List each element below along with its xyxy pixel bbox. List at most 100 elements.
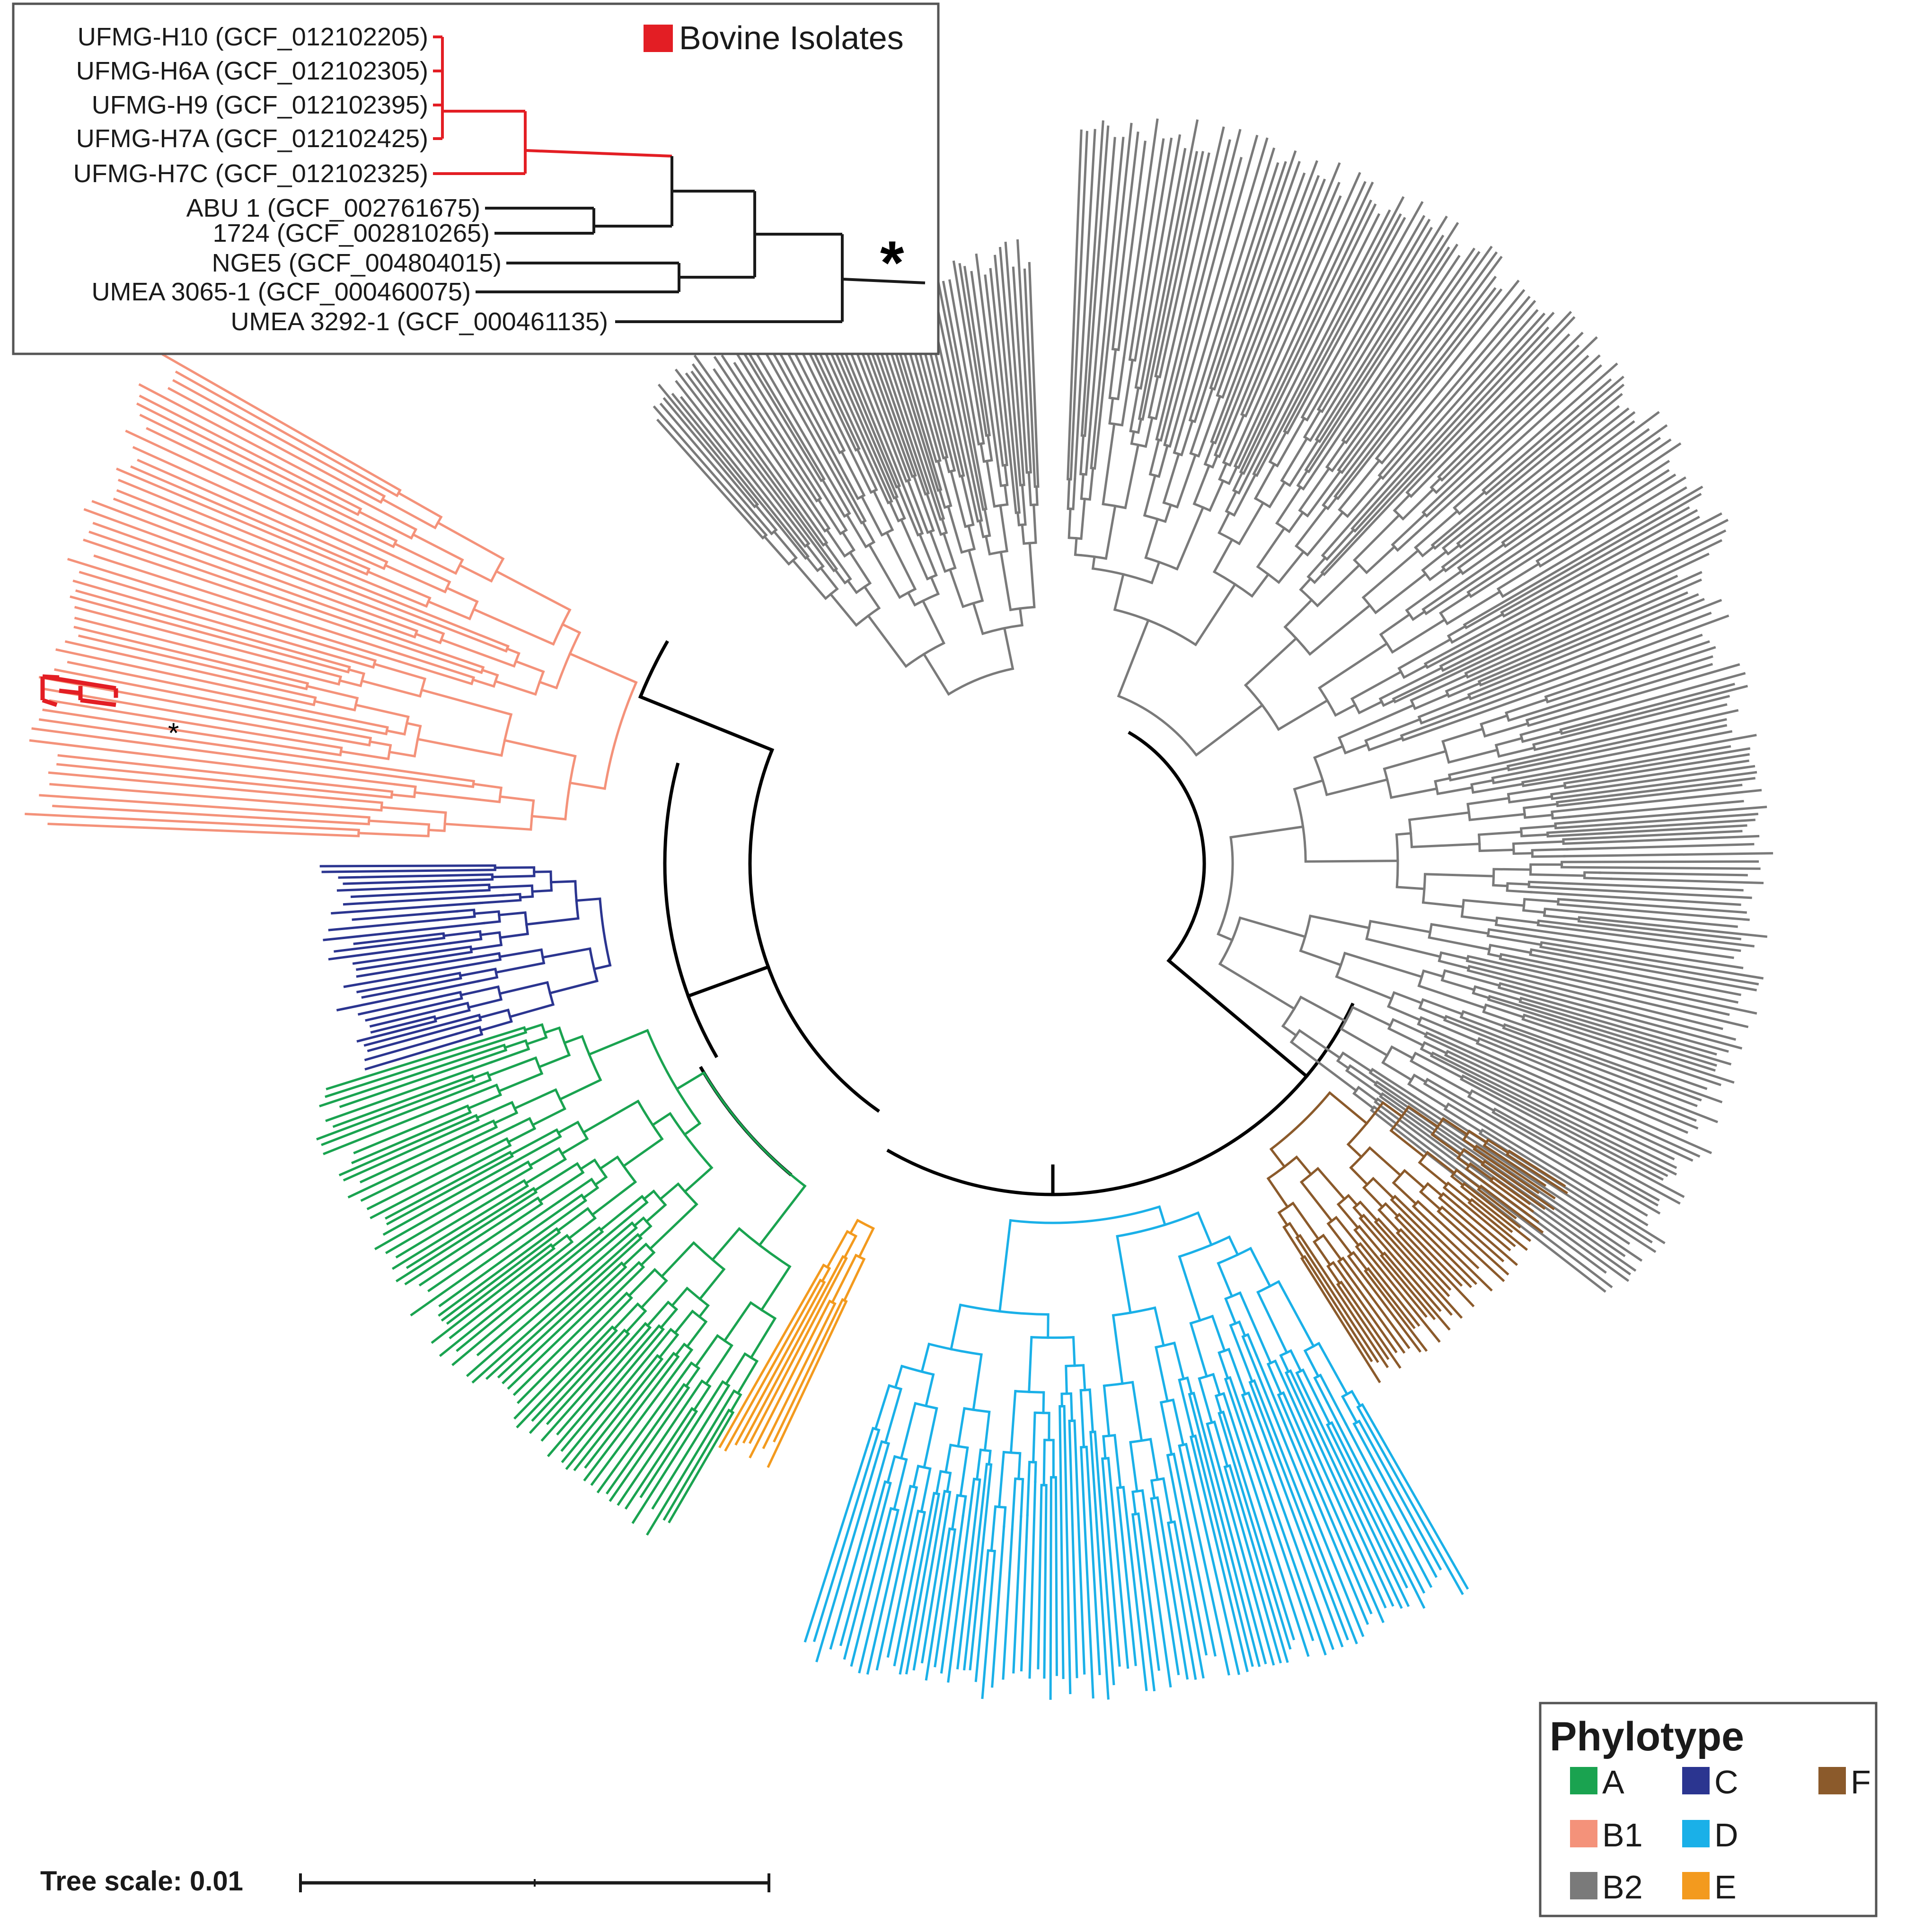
tree-branch: [1150, 1479, 1156, 1500]
tree-branch: [1108, 397, 1114, 425]
tree-branch-arc: [1015, 1390, 1044, 1394]
tree-branch: [39, 794, 371, 819]
tree-branch: [1144, 416, 1154, 448]
tree-branch-arc: [1282, 996, 1302, 1027]
tree-branch: [528, 1147, 561, 1167]
tree-branch: [1470, 779, 1495, 786]
tree-branch: [1336, 1203, 1360, 1230]
tree-branch-arc: [1523, 808, 1526, 818]
tree-branch: [796, 461, 822, 500]
tree-branch: [74, 606, 343, 678]
tree-branch: [338, 1114, 478, 1177]
tree-branch: [680, 1361, 693, 1378]
tree-branch: [364, 1039, 463, 1071]
tree-branch: [950, 1303, 962, 1351]
tree-branch: [685, 1320, 708, 1348]
tree-branch: [1295, 1236, 1379, 1363]
tree-branch: [497, 911, 527, 916]
tree-branch: [1211, 1315, 1226, 1353]
tree-branch: [1080, 497, 1086, 540]
tree-branch: [593, 1175, 608, 1186]
tree-branch: [471, 1233, 640, 1384]
tree-branch-arc: [1441, 566, 1447, 572]
tree-branch: [1069, 1392, 1074, 1422]
tree-branch: [860, 495, 884, 537]
tree-branch: [956, 1478, 981, 1669]
tree-branch: [338, 679, 362, 687]
tree-branch: [1466, 955, 1511, 967]
tree-branch: [1506, 882, 1530, 886]
tree-branch: [1418, 1160, 1449, 1186]
tree-branch: [313, 795, 383, 804]
tree-branch: [1566, 843, 1755, 851]
tree-branch: [1168, 388, 1187, 448]
tree-branch: [590, 1381, 669, 1486]
tree-branch-arc: [884, 1480, 891, 1485]
tree-branch-arc: [1418, 999, 1424, 1009]
tree-branch: [1395, 1231, 1452, 1291]
tree-branch: [1551, 694, 1730, 742]
tree-branch: [1255, 1353, 1369, 1625]
tree-branch-arc: [1424, 663, 1429, 668]
tree-branch: [856, 448, 878, 492]
tree-branch: [1122, 1485, 1148, 1691]
tree-branch: [1516, 734, 1757, 780]
tree-branch: [727, 339, 839, 518]
tree-branch: [1350, 312, 1546, 530]
tree-branch: [1426, 1182, 1444, 1197]
tree-branch-arc: [1270, 1092, 1331, 1151]
tree-branch: [411, 533, 464, 562]
tree-branch: [561, 623, 582, 634]
tree-branch-arc: [1010, 606, 1035, 611]
tree-branch: [136, 402, 360, 516]
tree-branch: [357, 832, 430, 837]
tree-branch: [863, 585, 881, 610]
tree-branch-arc: [1477, 1185, 1482, 1190]
tree-branch: [1494, 737, 1524, 747]
tree-branch: [1239, 199, 1373, 474]
tree-branch: [1438, 333, 1570, 469]
tree-branch: [1487, 998, 1716, 1072]
tree-branch: [1527, 885, 1752, 899]
tree-branch: [427, 1200, 561, 1292]
tree-branch-arc: [653, 1190, 667, 1206]
inset-taxon-labels: UFMG-H10 (GCF_012102205)UFMG-H6A (GCF_01…: [73, 23, 608, 336]
tree-branch: [1453, 614, 1729, 718]
tree-branch: [1384, 1202, 1400, 1218]
tree-branch: [928, 530, 947, 573]
tree-branch: [1246, 1333, 1258, 1357]
tree-branch-arc: [339, 747, 343, 756]
tree-branch-arc: [1003, 464, 1007, 467]
tree-branch: [946, 1471, 952, 1493]
tree-branch: [1421, 355, 1589, 514]
tree-branch: [1217, 1262, 1234, 1298]
tree-branch: [332, 1074, 474, 1128]
tree-branch-arc: [1479, 1129, 1483, 1134]
tree-branch: [999, 551, 1012, 612]
tree-branch: [343, 878, 494, 885]
tree-branch: [1347, 1255, 1370, 1284]
tree-branch: [1225, 490, 1238, 513]
tree-branch: [660, 1241, 696, 1278]
tree-branch: [1481, 378, 1612, 492]
tree-branch: [339, 750, 390, 761]
tree-branch: [936, 279, 985, 511]
tree-branch: [1299, 577, 1313, 591]
tree-branch: [1301, 1368, 1332, 1425]
tree-branch-arc: [623, 1329, 629, 1335]
tree-branch: [1467, 1201, 1528, 1251]
tree-branch: [1116, 1235, 1132, 1314]
tree-branch: [1461, 1224, 1505, 1263]
tree-branch: [749, 1317, 777, 1360]
tree-branch-arc: [1383, 768, 1393, 798]
tree-branch: [466, 1119, 495, 1134]
tree-branch: [1563, 753, 1750, 785]
tree-branch-arc: [910, 1485, 917, 1489]
tree-branch: [516, 1325, 614, 1429]
tree-branch: [56, 763, 393, 799]
tree-branch: [382, 1160, 517, 1236]
tree-branch: [353, 932, 445, 945]
tree-branch: [759, 329, 861, 511]
tree-branch: [1353, 311, 1555, 533]
tree-branch: [70, 595, 350, 674]
